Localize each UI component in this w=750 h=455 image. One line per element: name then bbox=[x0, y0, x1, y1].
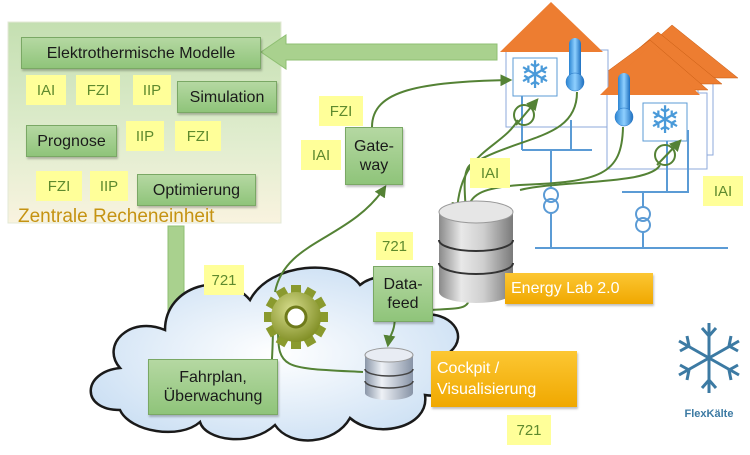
tag-iip: IIP bbox=[133, 75, 171, 105]
power-grid bbox=[521, 96, 728, 249]
energy-lab-database-icon bbox=[438, 200, 514, 303]
tag-iip: IIP bbox=[126, 121, 164, 151]
models-input-arrow bbox=[260, 34, 498, 70]
gateway-box[interactable]: Gate- way bbox=[345, 127, 403, 185]
snowflake-icon: ❄ bbox=[519, 55, 551, 97]
optimization-box[interactable]: Optimierung bbox=[137, 174, 256, 206]
simulation-box[interactable]: Simulation bbox=[177, 81, 277, 113]
flexkaelte-logo-text: FlexKälte bbox=[684, 408, 734, 420]
models-box[interactable]: Elektrothermische Modelle bbox=[21, 37, 261, 69]
energy-lab-box[interactable]: Energy Lab 2.0 bbox=[505, 273, 653, 304]
schedule-label-1: Fahrplan, bbox=[179, 369, 247, 386]
grid-tag-iai-right: IAI bbox=[703, 176, 743, 206]
datafeed-label-2: feed bbox=[387, 295, 419, 312]
gateway-tag-fzi: FZI bbox=[319, 96, 363, 126]
meter-icons bbox=[513, 98, 682, 166]
tag-iip: IIP bbox=[90, 171, 128, 201]
tag-fzi: FZI bbox=[36, 171, 82, 201]
tag-iai: IAI bbox=[26, 75, 66, 105]
gateway-label-1: Gate- bbox=[353, 138, 394, 155]
forecast-box[interactable]: Prognose bbox=[26, 125, 117, 157]
cloud-tag-721: 721 bbox=[204, 265, 244, 295]
datafeed-box[interactable]: Data- feed bbox=[373, 266, 433, 322]
grid-tag-iai: IAI bbox=[470, 158, 510, 188]
connectors bbox=[257, 74, 661, 399]
schedule-monitoring-box[interactable]: Fahrplan, Überwachung bbox=[148, 359, 278, 415]
datafeed-label-1: Data- bbox=[383, 276, 423, 293]
gateway-label-2: way bbox=[359, 157, 389, 174]
schedule-label-2: Überwachung bbox=[163, 388, 263, 405]
cockpit-tag-721: 721 bbox=[507, 415, 551, 445]
tag-fzi: FZI bbox=[175, 121, 221, 151]
gateway-tag-iai: IAI bbox=[301, 140, 341, 170]
central-unit-title: Zentrale Recheneinheit bbox=[18, 206, 215, 227]
snowflake-icon: ❄ bbox=[649, 100, 681, 142]
datafeed-tag: 721 bbox=[376, 232, 413, 260]
cockpit-database-icon bbox=[364, 347, 414, 400]
gear-icon bbox=[264, 285, 328, 349]
flexkaelte-logo-icon bbox=[678, 323, 740, 393]
cockpit-label-2: Visualisierung bbox=[437, 381, 537, 398]
cockpit-label-1: Cockpit / bbox=[437, 360, 500, 377]
tag-fzi: FZI bbox=[76, 75, 120, 105]
cockpit-box[interactable]: Cockpit / Visualisierung bbox=[431, 351, 577, 407]
